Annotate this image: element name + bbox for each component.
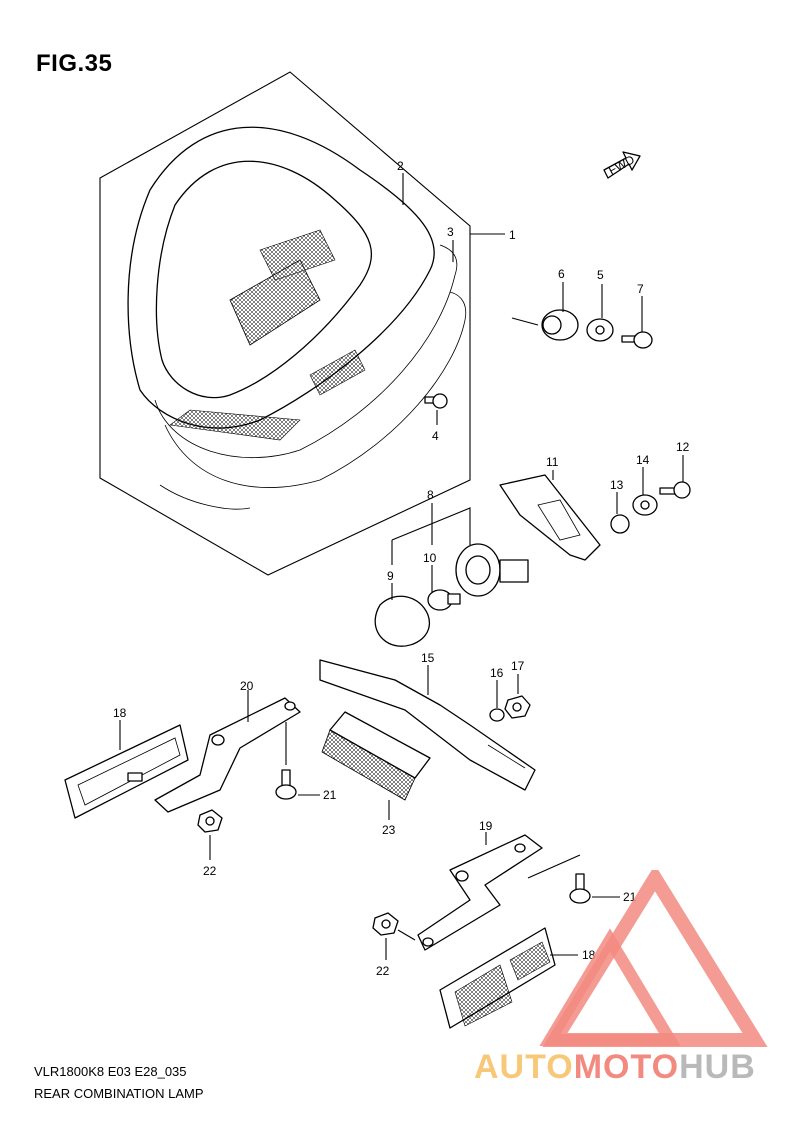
callout-6: 6 [558,267,565,281]
callout-7: 7 [637,282,644,296]
bracket-15 [319,659,536,791]
wordmark-hub: HUB [679,1048,756,1086]
assembly-outline [99,71,471,576]
callout-12: 12 [676,440,690,454]
fwd-arrow-icon: FWD [603,151,641,179]
washer-14 [632,494,658,516]
screw-7 [621,331,653,349]
nut-17 [504,695,531,719]
callout-20: 20 [240,679,254,693]
callout-19: 19 [479,819,493,833]
lamp-housing [127,126,435,429]
callout-23: 23 [382,823,396,837]
callout-21-left: 21 [323,788,337,802]
bracket-11 [499,474,601,561]
reflector-18-right [439,927,556,1029]
callout-8: 8 [427,488,434,502]
callout-22-right: 22 [376,964,390,978]
socket-8 [455,543,529,597]
automotohub-wordmark: AUTOMOTOHUB [474,1048,756,1087]
bracket-19 [417,834,543,951]
bolt-12 [659,481,691,499]
reflector-18-left [64,724,189,819]
callout-17: 17 [511,659,525,673]
bulb-10 [427,589,461,611]
wordmark-auto: AUTO [474,1048,574,1086]
washer-5 [586,318,614,342]
callout-4: 4 [432,429,439,443]
washer-16 [489,708,505,722]
diagram-code: VLR1800K8 E03 E28_035 [34,1064,187,1079]
nut-22-left [197,809,223,833]
callout-10: 10 [423,551,437,565]
figure-title: FIG.35 [36,50,113,77]
callout-labels: 2 3 1 6 5 7 4 8 10 9 11 12 14 13 15 16 1… [113,159,690,978]
callout-15: 15 [421,651,435,665]
bolt-21-left [275,769,297,800]
callout-16: 16 [490,666,504,680]
callout-5: 5 [597,268,604,282]
callout-11: 11 [546,455,559,469]
collar-13 [610,514,630,534]
callout-3: 3 [447,225,454,239]
callout-22-left: 22 [203,864,217,878]
automotohub-logo-icon [539,870,768,1047]
grommet-6 [541,309,579,341]
callout-1: 1 [509,228,516,242]
callout-13: 13 [610,478,624,492]
callout-14: 14 [636,453,650,467]
bolt-21-right [569,873,591,904]
leader-lines [119,173,684,960]
lamp-lens [154,244,467,510]
wordmark-moto: MOTO [573,1048,680,1086]
callout-18-left: 18 [113,706,127,720]
bracket-20 [154,697,301,813]
lens-cap-9 [374,595,431,647]
diagram-name: REAR COMBINATION LAMP [34,1086,204,1101]
screw-4 [424,393,448,409]
callout-9: 9 [387,569,394,583]
callout-2: 2 [397,159,404,173]
nut-22-right [372,912,399,936]
reflector-23 [321,711,431,801]
